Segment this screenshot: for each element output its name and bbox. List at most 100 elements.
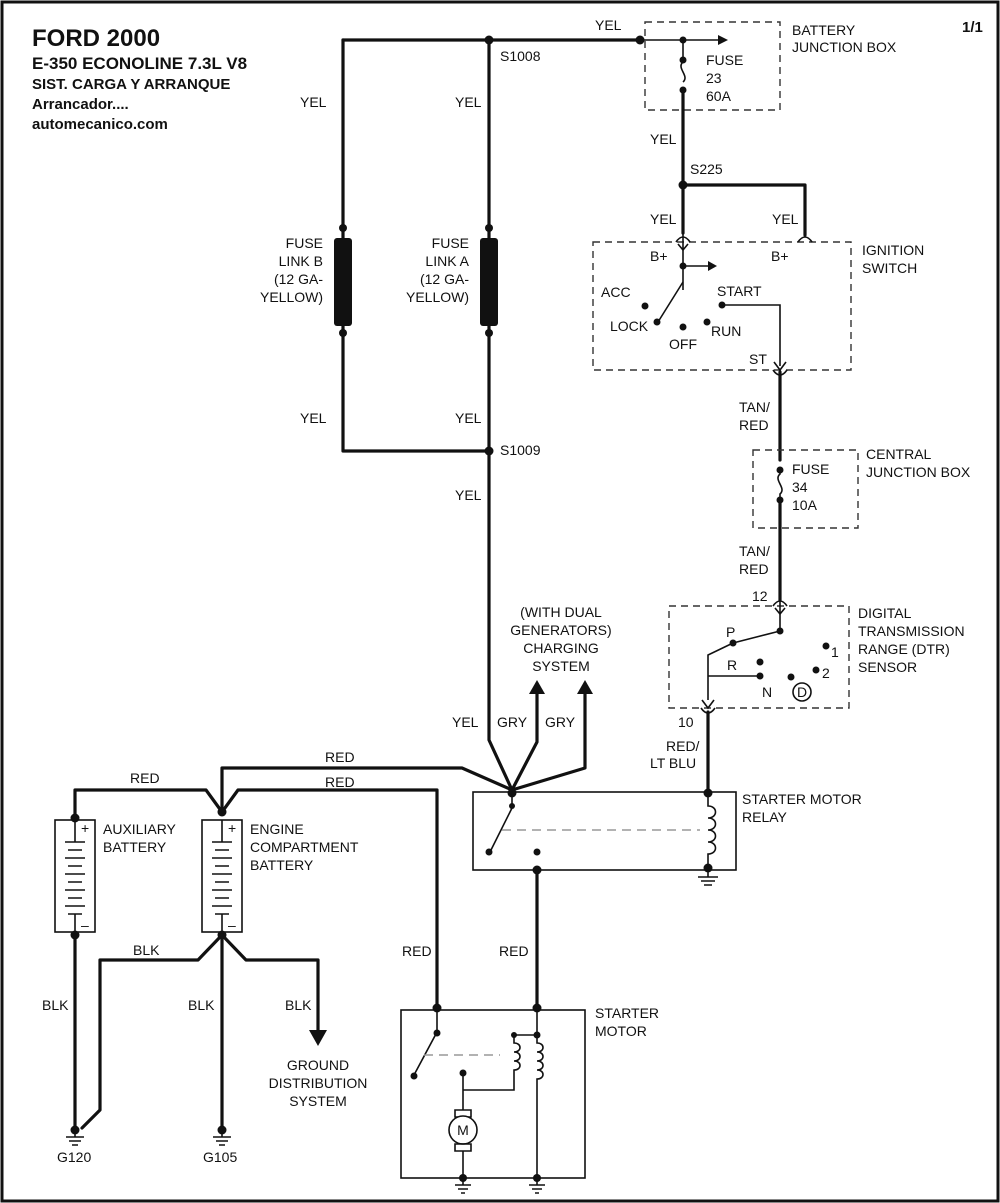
dtr-1-label: 1 (831, 644, 839, 660)
ground-g105-label: G105 (203, 1149, 237, 1165)
dtr-p-label: P (726, 624, 735, 640)
title-subtitle: Arrancador.... (32, 96, 129, 113)
aux-battery-plus: + (81, 820, 89, 836)
dtr-r-label: R (727, 657, 737, 673)
wire-label-red-relay-starter: RED (499, 943, 529, 959)
svg-text:SWITCH: SWITCH (862, 260, 917, 276)
svg-text:JUNCTION BOX: JUNCTION BOX (792, 39, 897, 55)
svg-text:IGNITION: IGNITION (862, 242, 924, 258)
fuse-23-dot-top (679, 56, 687, 64)
wire-label-gry-1: GRY (497, 714, 528, 730)
svg-text:GENERATORS): GENERATORS) (510, 622, 611, 638)
svg-text:FUSE: FUSE (792, 461, 829, 477)
svg-text:FUSE: FUSE (706, 52, 743, 68)
ignition-switch-box (592, 241, 852, 371)
title-system: SIST. CARGA Y ARRANQUE (32, 76, 230, 93)
svg-text:AUXILIARY: AUXILIARY (103, 821, 177, 837)
auxiliary-battery-label: AUXILIARY BATTERY (103, 821, 177, 855)
fuse-link-b-bottom-dot (339, 329, 347, 337)
fuse-34-label: FUSE 34 10A (792, 461, 829, 513)
arrow-up-icon-2 (577, 680, 593, 694)
svg-text:(WITH DUAL: (WITH DUAL (520, 604, 602, 620)
wire-label-blk-ground-dist: BLK (285, 997, 312, 1013)
ignition-lock-contact (653, 318, 661, 326)
wire-label-yel-link-a-bottom: YEL (455, 410, 482, 426)
starter-coil-dot-2 (533, 1031, 541, 1039)
g105-ground-icon (213, 1132, 231, 1146)
wire-label-yel-relay: YEL (452, 714, 479, 730)
svg-text:(12 GA-: (12 GA- (274, 271, 323, 287)
arrow-up-icon (529, 680, 545, 694)
svg-text:FUSE: FUSE (432, 235, 469, 251)
title-site: automecanico.com (32, 116, 168, 133)
fuse-23-label: FUSE 23 60A (706, 52, 743, 104)
aux-battery-minus: – (81, 917, 89, 933)
starter-coil-gnd-dot (533, 1174, 541, 1182)
ignition-switch-label: IGNITION SWITCH (862, 242, 924, 276)
svg-text:BATTERY: BATTERY (103, 839, 167, 855)
g120-dot (70, 1125, 80, 1135)
ignition-off-label: OFF (669, 336, 697, 352)
motor-symbol: M (457, 1122, 469, 1138)
svg-text:RED: RED (739, 417, 769, 433)
relay-ground-icon (698, 870, 718, 886)
title-model: E-350 ECONOLINE 7.3L V8 (32, 54, 247, 73)
svg-text:DIGITAL: DIGITAL (858, 605, 912, 621)
starter-motor-label: STARTER MOTOR (595, 1005, 659, 1039)
svg-text:YELLOW): YELLOW) (260, 289, 323, 305)
svg-text:SYSTEM: SYSTEM (289, 1093, 347, 1109)
relay-pivot-dot (509, 803, 515, 809)
svg-text:JUNCTION BOX: JUNCTION BOX (866, 464, 971, 480)
starter-ground-icon-2 (529, 1180, 545, 1194)
relay-contact-dot (485, 848, 493, 856)
starter-coil-dot (511, 1032, 517, 1038)
svg-text:RED/: RED/ (666, 738, 700, 754)
relay-coil-top-dot (703, 788, 713, 798)
ignition-run-label: RUN (711, 323, 741, 339)
dtr-sensor-box (668, 605, 850, 709)
ignition-switch-blade (657, 281, 684, 323)
svg-text:FUSE: FUSE (286, 235, 323, 251)
dtr-sensor-label: DIGITAL TRANSMISSION RANGE (DTR) SENSOR (858, 605, 965, 675)
wire-label-yel-link-b-bottom: YEL (300, 410, 327, 426)
svg-text:TAN/: TAN/ (739, 399, 770, 415)
svg-text:MOTOR: MOTOR (595, 1023, 647, 1039)
svg-text:SYSTEM: SYSTEM (532, 658, 590, 674)
fuse-link-b-top-dot (339, 224, 347, 232)
splice-s1009-label: S1009 (500, 442, 541, 458)
starter-hold-in-coil (536, 1035, 544, 1178)
svg-text:YELLOW): YELLOW) (406, 289, 469, 305)
ignition-off-contact (679, 323, 687, 331)
dtr-r-contact (756, 658, 764, 666)
wire-label-yel-ign-right: YEL (772, 211, 799, 227)
g120-ground-icon (66, 1132, 84, 1146)
svg-text:RELAY: RELAY (742, 809, 788, 825)
g105-dot (217, 1125, 227, 1135)
starter-red-in-dot (432, 1003, 442, 1013)
engine-battery-minus: – (228, 917, 236, 933)
svg-text:STARTER: STARTER (595, 1005, 659, 1021)
starter-motor-relay-box (472, 791, 737, 871)
fuse-23-symbol (680, 61, 686, 83)
svg-text:(12 GA-: (12 GA- (420, 271, 469, 287)
svg-text:ENGINE: ENGINE (250, 821, 304, 837)
arrow-right-icon (718, 35, 728, 45)
central-junction-box (752, 449, 859, 529)
fuse-link-a-label: FUSE LINK A (12 GA- YELLOW) (406, 235, 470, 305)
svg-text:COMPARTMENT: COMPARTMENT (250, 839, 359, 855)
wire-label-blk-top: BLK (133, 942, 160, 958)
wire-label-yel-link-a-top: YEL (455, 94, 482, 110)
engine-battery-label: ENGINE COMPARTMENT BATTERY (250, 821, 359, 873)
wire-label-yel-bjb: YEL (650, 131, 677, 147)
svg-text:34: 34 (792, 479, 808, 495)
starter-motor-relay-label: STARTER MOTOR RELAY (742, 791, 862, 825)
bjb-input-dot (635, 35, 645, 45)
ground-g120-label: G120 (57, 1149, 91, 1165)
wire-label-red-top: RED (325, 749, 355, 765)
svg-text:23: 23 (706, 70, 722, 86)
starter-motor-gnd-dot (459, 1174, 467, 1182)
battery-junction-box-label: BATTERY JUNCTION BOX (792, 22, 897, 55)
wire-label-gry-2: GRY (545, 714, 576, 730)
starter-relay-in-dot (532, 1003, 542, 1013)
